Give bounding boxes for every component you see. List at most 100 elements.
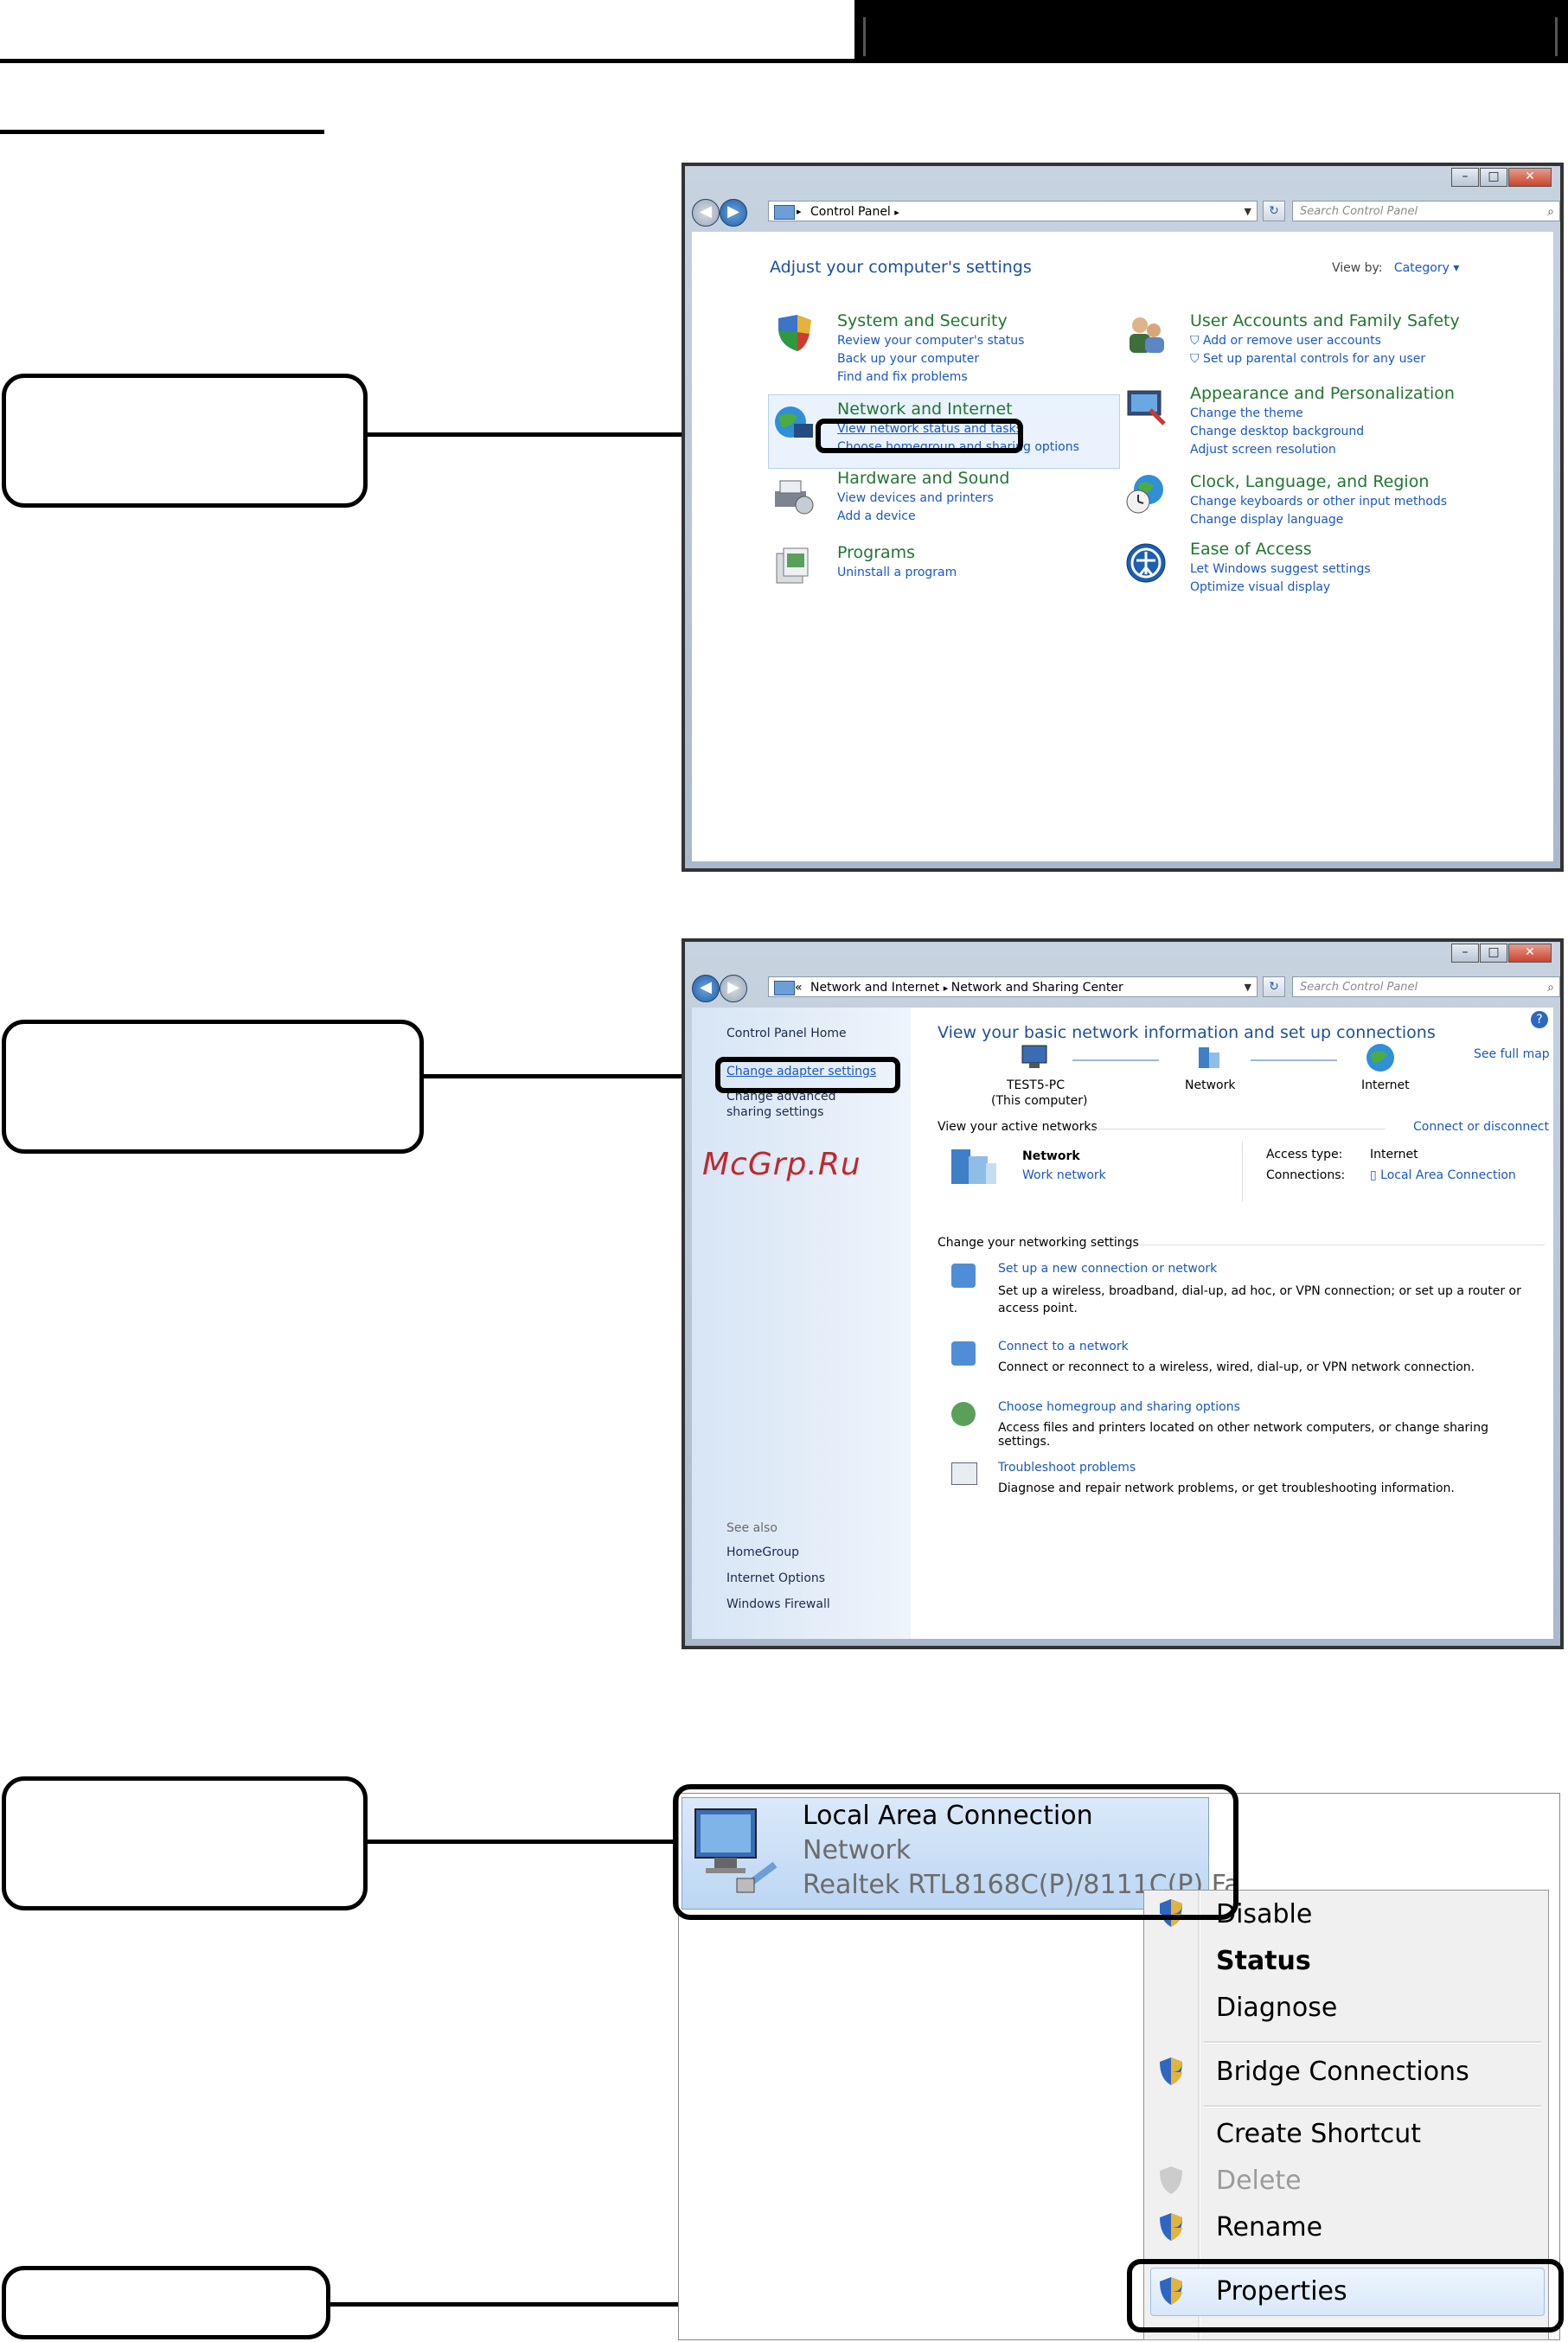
search-input[interactable]: Search Control Panel ⌕: [1292, 976, 1560, 997]
shield-icon: [1160, 2213, 1182, 2241]
caption-buttons-2: – □ ✕: [1450, 944, 1552, 963]
link-desktop-background[interactable]: Change desktop background: [1190, 425, 1365, 438]
connections-label: Connections:: [1266, 1168, 1346, 1182]
access-type-value: Internet: [1370, 1148, 1418, 1161]
forward-button[interactable]: ▶: [720, 975, 747, 1002]
highlight-adapter-item: [673, 1784, 1238, 1920]
task-troubleshoot[interactable]: Troubleshoot problems: [998, 1461, 1136, 1475]
homegroup-icon: [951, 1402, 976, 1426]
minimize-button[interactable]: –: [1451, 944, 1479, 963]
menu-delete[interactable]: Delete: [1216, 2166, 1302, 2196]
address-bar-2[interactable]: « Network and Internet ▸ Network and Sha…: [768, 976, 1258, 997]
link-screen-resolution[interactable]: Adjust screen resolution: [1190, 443, 1336, 457]
network-center-title: View your basic network information and …: [938, 1023, 1436, 1042]
link-display-language[interactable]: Change display language: [1190, 513, 1344, 527]
ease-of-access-heading[interactable]: Ease of Access: [1190, 540, 1312, 559]
menu-separator-1: [1204, 2041, 1541, 2044]
link-windows-suggest[interactable]: Let Windows suggest settings: [1190, 562, 1371, 576]
menu-diagnose[interactable]: Diagnose: [1216, 1993, 1338, 2023]
close-button[interactable]: ✕: [1508, 168, 1552, 187]
hardware-sound-heading[interactable]: Hardware and Sound: [837, 469, 1010, 488]
content-pane: Adjust your computer's settings View by:…: [692, 232, 1553, 861]
work-network-link[interactable]: Work network: [1022, 1168, 1106, 1182]
task-connect-network[interactable]: Connect to a network: [998, 1340, 1129, 1353]
view-by-dropdown[interactable]: Category: [1393, 261, 1450, 275]
search-icon: ⌕: [1547, 981, 1554, 995]
chevron-down-icon[interactable]: ▼: [1244, 982, 1251, 993]
close-button[interactable]: ✕: [1508, 944, 1552, 963]
menu-separator-2: [1204, 2105, 1541, 2108]
see-also-firewall[interactable]: Windows Firewall: [726, 1597, 830, 1611]
nav-bar-2: ◀ ▶ « Network and Internet ▸ Network and…: [692, 973, 1560, 1002]
vertical-divider: [1242, 1141, 1243, 1201]
link-back-up[interactable]: Back up your computer: [837, 352, 980, 366]
clock-language-heading[interactable]: Clock, Language, and Region: [1190, 472, 1430, 491]
task-homegroup[interactable]: Choose homegroup and sharing options: [998, 1400, 1240, 1414]
see-also-internet-options[interactable]: Internet Options: [726, 1571, 826, 1585]
maximize-button[interactable]: □: [1480, 944, 1507, 963]
link-find-fix[interactable]: Find and fix problems: [837, 370, 968, 384]
link-change-theme[interactable]: Change the theme: [1190, 406, 1303, 420]
shield-icon: [1160, 2057, 1182, 2085]
local-area-connection-link[interactable]: ▯ Local Area Connection: [1370, 1168, 1516, 1182]
link-add-device[interactable]: Add a device: [837, 509, 916, 523]
link-uninstall[interactable]: Uninstall a program: [837, 566, 957, 579]
link-keyboards[interactable]: Change keyboards or other input methods: [1190, 495, 1448, 509]
breadcrumb-control-panel[interactable]: Control Panel: [810, 205, 891, 219]
map-line-1: [1072, 1059, 1159, 1061]
search-input[interactable]: Search Control Panel ⌕: [1292, 201, 1560, 221]
programs-heading[interactable]: Programs: [837, 543, 916, 562]
nav-control-panel-home[interactable]: Control Panel Home: [726, 1027, 847, 1040]
help-icon[interactable]: ?: [1531, 1011, 1548, 1028]
task-troubleshoot-desc: Diagnose and repair network problems, or…: [998, 1481, 1455, 1495]
see-also-homegroup[interactable]: HomeGroup: [726, 1545, 799, 1559]
appearance-heading[interactable]: Appearance and Personalization: [1190, 384, 1455, 403]
back-button[interactable]: ◀: [692, 975, 720, 1002]
forward-button[interactable]: ▶: [720, 199, 747, 227]
breadcrumb-network-internet[interactable]: Network and Internet: [810, 981, 940, 995]
link-parental-controls[interactable]: ⛉ Set up parental controls for any user: [1190, 352, 1426, 366]
nav-advanced-sharing[interactable]: Change advanced sharing settings: [726, 1090, 836, 1119]
menu-create-shortcut[interactable]: Create Shortcut: [1216, 2119, 1421, 2149]
header-black-band: [854, 0, 1568, 63]
network-folder-icon: [774, 981, 795, 995]
task-setup-connection[interactable]: Set up a new connection or network: [998, 1262, 1218, 1276]
refresh-button[interactable]: ↻: [1263, 201, 1285, 221]
nav-change-adapter-settings[interactable]: Change adapter settings: [726, 1065, 877, 1078]
back-button[interactable]: ◀: [692, 199, 720, 227]
programs-icon: [771, 545, 815, 588]
system-security-heading[interactable]: System and Security: [837, 311, 1008, 330]
menu-status[interactable]: Status: [1216, 1946, 1311, 1976]
chevron-down-icon[interactable]: ▼: [1244, 206, 1251, 217]
network-internet-heading[interactable]: Network and Internet: [837, 400, 1013, 419]
link-add-remove-users[interactable]: ⛉ Add or remove user accounts: [1190, 334, 1381, 348]
map-internet-label: Internet: [1361, 1078, 1410, 1092]
hardware-sound-icon: [771, 474, 815, 517]
menu-rename[interactable]: Rename: [1216, 2212, 1323, 2243]
link-devices-printers[interactable]: View devices and printers: [837, 491, 994, 505]
breadcrumb-sharing-center[interactable]: Network and Sharing Center: [950, 981, 1123, 995]
shield-icon: [1160, 1899, 1182, 1927]
local-area-connection-item[interactable]: [682, 1797, 1209, 1910]
refresh-button[interactable]: ↻: [1263, 976, 1285, 997]
address-bar[interactable]: ▸ Control Panel ▸ ▼: [768, 201, 1258, 221]
menu-properties[interactable]: Properties: [1216, 2276, 1347, 2307]
menu-bridge-connections[interactable]: Bridge Connections: [1216, 2057, 1469, 2087]
connect-disconnect-link[interactable]: Connect or disconnect: [1413, 1120, 1549, 1134]
highlight-change-adapter-settings: [715, 1057, 900, 1093]
user-accounts-heading[interactable]: User Accounts and Family Safety: [1190, 311, 1460, 330]
active-network-icon: [948, 1142, 1000, 1187]
link-view-network-status[interactable]: View network status and tasks: [837, 422, 1022, 436]
minimize-button[interactable]: –: [1451, 168, 1479, 187]
link-optimize-visual[interactable]: Optimize visual display: [1190, 580, 1331, 594]
view-by: View by: Category ▾: [1332, 261, 1460, 275]
active-network-name: Network: [1022, 1149, 1080, 1163]
network-globe-icon: [771, 401, 815, 445]
network-internet-hover: [768, 394, 1120, 469]
maximize-button[interactable]: □: [1480, 168, 1507, 187]
network-center-window: – □ ✕ ◀ ▶ « Network and Internet ▸ Netwo…: [682, 938, 1564, 1649]
adapter-status: Network: [803, 1835, 912, 1865]
caption-buttons: – □ ✕: [1450, 168, 1552, 187]
see-full-map-link[interactable]: See full map: [1474, 1047, 1550, 1061]
link-review-status[interactable]: Review your computer's status: [837, 334, 1025, 348]
